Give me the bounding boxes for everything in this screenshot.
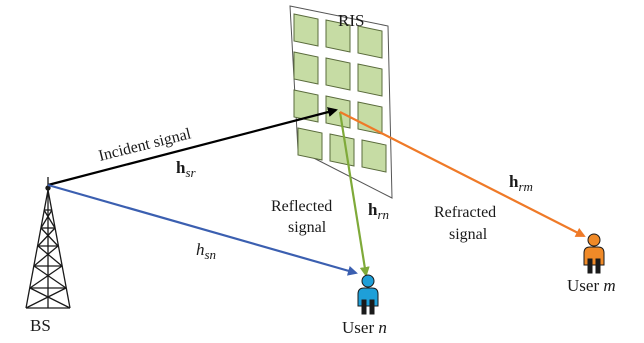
- ris-element: [361, 139, 387, 173]
- user-n-label-suffix: n: [378, 318, 387, 337]
- channel-h-rn-label: hrn: [368, 200, 389, 222]
- channel-h-sr-label: hsr: [176, 158, 197, 180]
- ris-element: [297, 127, 323, 161]
- user-n-icon: [357, 274, 379, 315]
- user-m-label-prefix: User: [567, 276, 603, 295]
- channel-h-sn-main: h: [196, 240, 205, 259]
- ris-element: [357, 63, 383, 97]
- ris-element: [357, 101, 383, 135]
- ris-element: [293, 13, 319, 47]
- ris-element: [325, 95, 351, 129]
- refracted-signal-label-line2: signal: [449, 226, 488, 243]
- user-m-label: User m: [567, 276, 616, 295]
- incident-signal-arrow: [47, 107, 338, 187]
- channel-h-rm-sub: rm: [518, 179, 532, 194]
- reflected-signal-label-line2: signal: [288, 219, 327, 236]
- refracted-signal-arrow: [339, 111, 586, 237]
- ris-element: [329, 133, 355, 167]
- reflected-signal-arrow: [338, 111, 370, 277]
- channel-h-sn-sub: sn: [205, 247, 217, 262]
- refracted-signal-label-line1: Refracted: [434, 204, 496, 221]
- channel-h-rm-label: hrm: [509, 172, 533, 194]
- user-m-label-suffix: m: [603, 276, 615, 295]
- user-n-label: User n: [342, 318, 387, 337]
- direct-signal-arrow: [47, 183, 358, 276]
- channel-h-sn-label: hsn: [196, 240, 216, 262]
- ris-element: [325, 57, 351, 91]
- ris-element: [293, 89, 319, 123]
- channel-h-sr-sub: sr: [185, 165, 196, 180]
- user-n-label-prefix: User: [342, 318, 378, 337]
- user-m-icon: [583, 233, 605, 274]
- reflected-signal-label-line1: Reflected: [271, 198, 332, 215]
- channel-h-rm-main: h: [509, 172, 519, 191]
- ris-element: [325, 19, 351, 53]
- channel-h-rn-main: h: [368, 200, 378, 219]
- ris-label: RIS: [338, 11, 364, 30]
- ris-elements: [293, 13, 387, 173]
- channel-h-rn-sub: rn: [377, 207, 389, 222]
- ris-element: [293, 51, 319, 85]
- ris-panel: RIS: [289, 5, 393, 199]
- channel-h-sr-main: h: [176, 158, 186, 177]
- bs-label: BS: [30, 316, 51, 335]
- bs-tower-icon: [25, 177, 71, 309]
- ris-element: [357, 25, 383, 59]
